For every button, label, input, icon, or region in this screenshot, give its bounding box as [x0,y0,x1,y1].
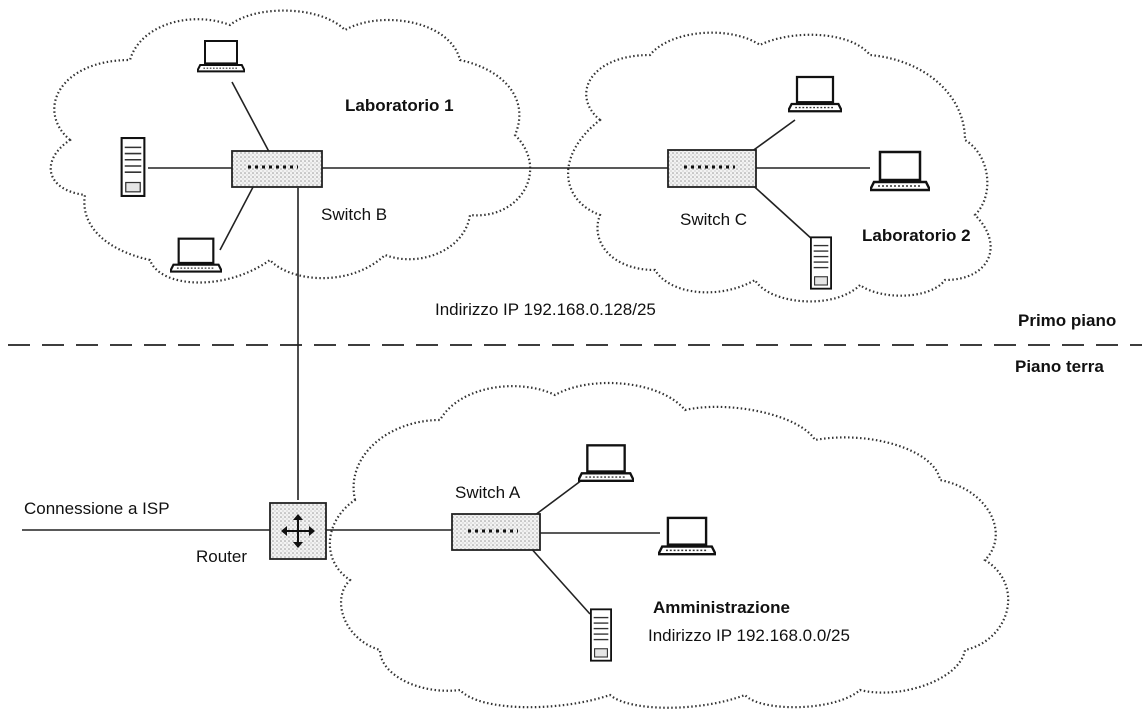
laptop-icon [197,39,245,73]
zone-label-amministrazione: Amministrazione [653,598,790,617]
laptop-icon [788,75,842,113]
ip-address-upper: Indirizzo IP 192.168.0.128/25 [435,300,656,319]
link-switchb-laptop-top [231,81,276,164]
switch-c-label: Switch C [680,210,748,229]
ip-address-lower: Indirizzo IP 192.168.0.0/25 [648,626,850,645]
laptop-icon [578,444,634,483]
server-icon [120,137,146,197]
laptop-icon [170,237,222,273]
server-icon [810,236,832,290]
zone-label-laboratorio-1: Laboratorio 1 [345,96,454,115]
router-label: Router [196,547,248,566]
floor-label-first: Primo piano [1018,311,1117,330]
zone-label-laboratorio-2: Laboratorio 2 [862,226,971,245]
router-icon [269,502,327,560]
switch-a-label: Switch A [455,483,521,502]
switch-b-label: Switch B [321,205,388,224]
floor-label-ground: Piano terra [1015,357,1104,376]
switch-a-icon [451,513,541,551]
server-icon [590,608,612,662]
switch-c-icon [667,149,757,188]
switch-b-icon [231,150,323,188]
laptop-icon [870,150,930,192]
cloud-laboratorio-2 [567,31,992,303]
laptop-icon [658,516,716,556]
isp-connection-label: Connessione a ISP [24,499,170,518]
